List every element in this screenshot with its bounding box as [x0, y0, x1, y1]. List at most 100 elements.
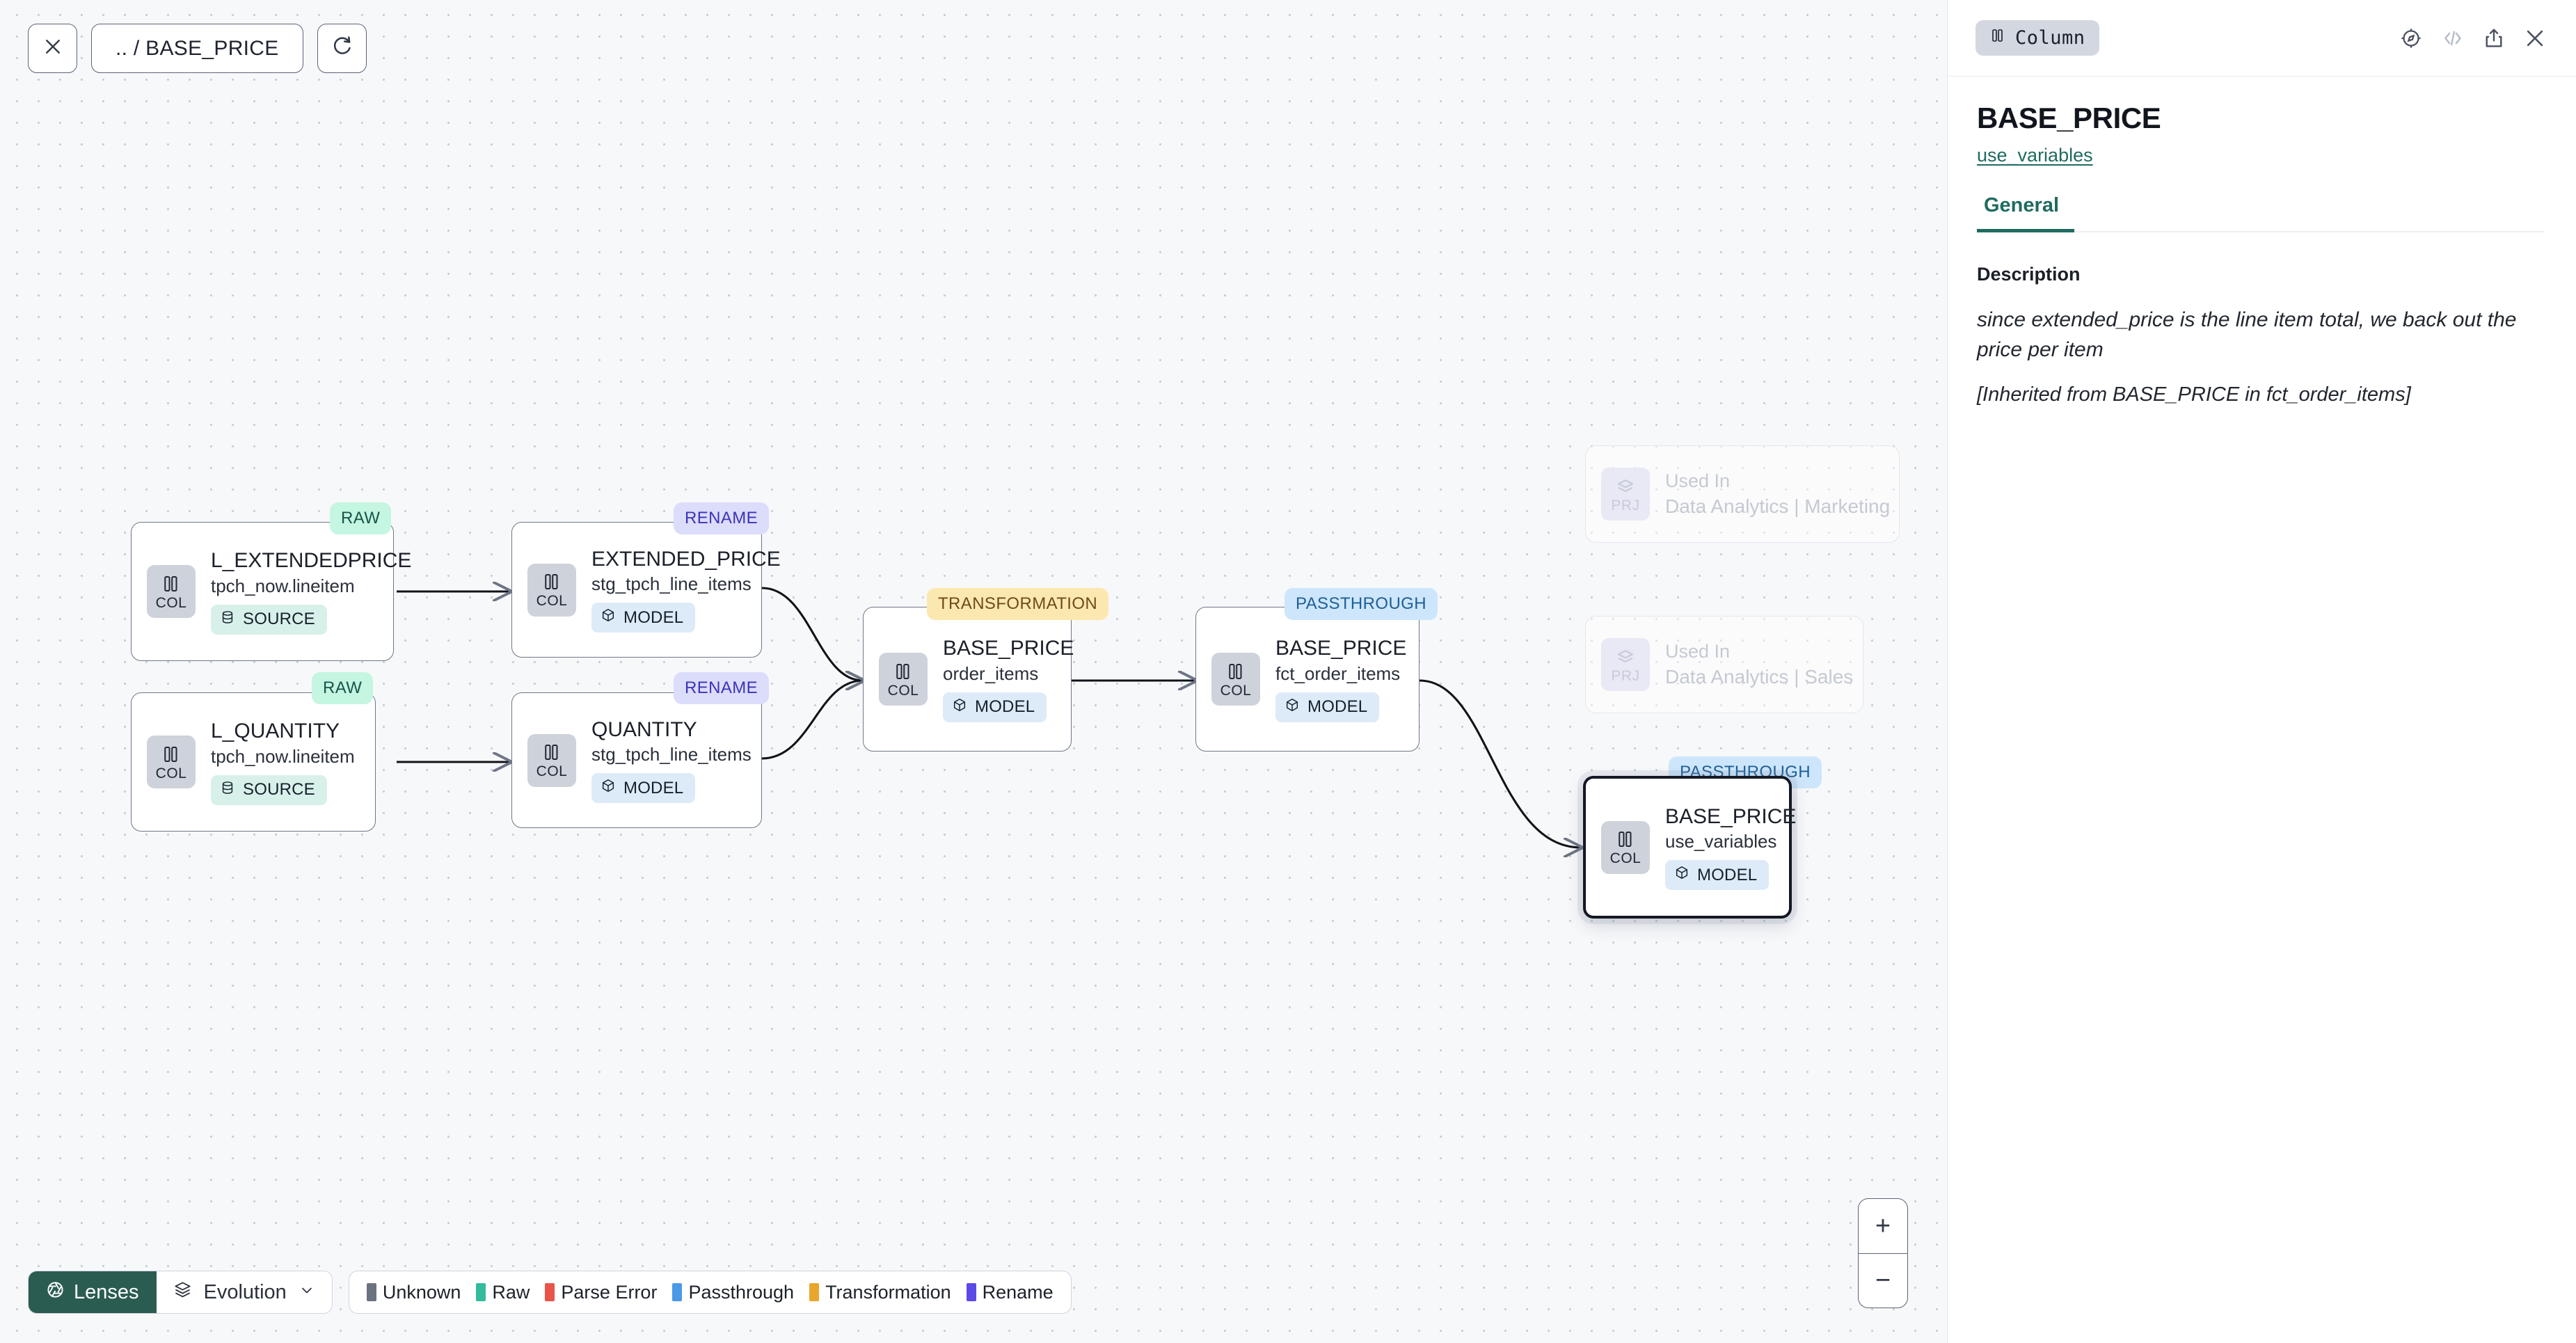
cube-icon	[952, 697, 967, 717]
node-type-chip: MODEL	[943, 692, 1047, 722]
close-graph-button[interactable]	[28, 24, 77, 73]
ghost-node-used-in-marketing[interactable]: PRJ Used In Data Analytics | Marketing	[1585, 445, 1900, 543]
legend-label: Unknown	[382, 1281, 461, 1303]
lens-badge-passthrough-1[interactable]: PASSTHROUGH	[1285, 588, 1438, 620]
column-icon-label: COL	[1220, 682, 1252, 699]
breadcrumb[interactable]: .. / BASE_PRICE	[91, 24, 303, 73]
lens-badge-rename-1[interactable]: RENAME	[674, 502, 770, 534]
lenses-button[interactable]: Lenses	[29, 1271, 157, 1313]
node-title: BASE_PRICE	[1665, 804, 1797, 828]
legend-item-raw: Raw	[476, 1282, 530, 1303]
lineage-canvas[interactable]: .. / BASE_PRICE	[0, 0, 1947, 1343]
node-subtitle: tpch_now.lineitem	[211, 745, 355, 767]
node-type-chip: MODEL	[1665, 860, 1770, 891]
details-panel: Column BASE_PRICE use_variables	[1947, 0, 2576, 1343]
node-type-chip: SOURCE	[211, 774, 327, 805]
column-icon-badge: COL	[879, 653, 928, 706]
inherited-suffix: ]	[2405, 383, 2411, 406]
lens-selector-group: Lenses Evolution	[28, 1271, 333, 1314]
legend-swatch	[966, 1283, 976, 1301]
column-icon-badge: COL	[1601, 820, 1650, 874]
inherited-model-link[interactable]: fct_order_items	[2266, 383, 2406, 406]
lineage-node-quantity[interactable]: COL QUANTITY stg_tpch_line_items MODEL	[511, 692, 762, 828]
inherited-mid: in	[2239, 383, 2266, 406]
legend-label: Rename	[982, 1281, 1054, 1303]
close-icon[interactable]	[2523, 26, 2547, 50]
breadcrumb-label: .. / BASE_PRICE	[116, 36, 279, 60]
zoom-out-button[interactable]: −	[1875, 1266, 1891, 1296]
project-icon-badge: PRJ	[1601, 468, 1650, 520]
lineage-node-use-variables[interactable]: COL BASE_PRICE use_variables MODEL	[1583, 776, 1796, 919]
ghost-node-title: Used In	[1665, 470, 1731, 491]
ghost-node-used-in-sales[interactable]: PRJ Used In Data Analytics | Sales	[1585, 616, 1863, 713]
column-icon-label: COL	[155, 765, 187, 781]
project-icon-badge: PRJ	[1601, 638, 1650, 691]
lineage-node-extended-price[interactable]: COL EXTENDED_PRICE stg_tpch_line_items M…	[511, 522, 781, 658]
chevron-down-icon	[299, 1281, 315, 1304]
inherited-column-link[interactable]: BASE_PRICE	[2113, 383, 2240, 406]
legend-label: Passthrough	[688, 1281, 795, 1303]
lineage-node-l-quantity[interactable]: COL L_QUANTITY tpch_now.lineitem SOURCE	[131, 692, 376, 832]
column-icon-badge: COL	[147, 565, 196, 618]
compass-icon[interactable]	[2399, 26, 2423, 50]
tab-general[interactable]: General	[1977, 194, 2074, 232]
lens-badge-rename-2[interactable]: RENAME	[674, 672, 770, 704]
canvas-bottom-toolbar: Lenses Evolution Unknown	[28, 1271, 1072, 1314]
column-icon-label: COL	[536, 593, 568, 609]
inherited-prefix: [Inherited from	[1977, 383, 2113, 406]
node-title: L_EXTENDEDPRICE	[211, 549, 412, 573]
node-chip-label: MODEL	[1697, 865, 1758, 884]
lineage-node-fct-order-items[interactable]: COL BASE_PRICE fct_order_items MODEL	[1195, 607, 1420, 752]
legend-item-transformation: Transformation	[809, 1282, 951, 1303]
column-icon-badge: COL	[147, 736, 196, 788]
aperture-icon	[46, 1280, 65, 1305]
lineage-legend: Unknown Raw Parse Error Passthrough Tran…	[348, 1271, 1072, 1314]
legend-label: Parse Error	[561, 1281, 658, 1303]
node-type-chip: MODEL	[591, 773, 696, 804]
legend-item-parse-error: Parse Error	[545, 1282, 657, 1303]
node-title: QUANTITY	[591, 717, 697, 741]
cube-icon	[601, 607, 616, 628]
ghost-node-subtitle: Data Analytics | Marketing	[1665, 495, 1891, 517]
lens-badge-raw-1[interactable]: RAW	[330, 502, 392, 534]
cube-icon	[601, 778, 616, 798]
lineage-node-l-extendedprice[interactable]: COL L_EXTENDEDPRICE tpch_now.lineitem SO…	[131, 522, 411, 661]
legend-swatch	[366, 1283, 376, 1301]
column-icon-badge: COL	[527, 563, 576, 617]
database-icon	[220, 610, 235, 630]
evolution-dropdown[interactable]: Evolution	[156, 1271, 332, 1313]
panel-tabs: General	[1977, 194, 2544, 232]
column-icon-label: COL	[887, 682, 919, 699]
description-text: since extended_price is the line item to…	[1977, 308, 2517, 362]
lens-badge-transformation[interactable]: TRANSFORMATION	[927, 588, 1109, 620]
refresh-button[interactable]	[317, 24, 367, 73]
zoom-in-button[interactable]: +	[1859, 1199, 1907, 1254]
node-subtitle: order_items	[943, 662, 1039, 684]
code-icon[interactable]	[2441, 26, 2465, 50]
node-chip-label: MODEL	[1307, 697, 1368, 717]
lens-badge-raw-2[interactable]: RAW	[312, 672, 374, 704]
column-icon-badge: COL	[1211, 653, 1260, 706]
share-icon[interactable]	[2483, 27, 2505, 49]
node-subtitle: stg_tpch_line_items	[591, 744, 752, 765]
column-icon	[1989, 27, 2006, 49]
parent-model-link[interactable]: use_variables	[1977, 145, 2093, 166]
inherited-note: [Inherited from BASE_PRICE in fct_order_…	[1977, 383, 2544, 406]
node-subtitle: use_variables	[1665, 831, 1777, 852]
node-title: L_QUANTITY	[211, 720, 340, 743]
details-panel-body: BASE_PRICE use_variables General Descrip…	[1948, 77, 2576, 406]
node-type-chip: SOURCE	[211, 604, 327, 635]
lineage-node-order-items[interactable]: COL BASE_PRICE order_items MODEL	[863, 607, 1074, 752]
zoom-controls: + −	[1858, 1198, 1908, 1308]
project-icon-label: PRJ	[1611, 497, 1640, 514]
legend-swatch	[672, 1283, 683, 1301]
node-chip-label: MODEL	[623, 607, 684, 627]
page-title: BASE_PRICE	[1977, 102, 2161, 134]
cube-icon	[1674, 865, 1689, 885]
canvas-toolbar: .. / BASE_PRICE	[28, 24, 367, 73]
evolution-label: Evolution	[203, 1280, 287, 1303]
column-icon-label: COL	[155, 594, 187, 611]
column-icon-badge: COL	[527, 733, 576, 787]
node-type-chip: MODEL	[1275, 692, 1380, 722]
legend-label: Raw	[492, 1281, 530, 1303]
